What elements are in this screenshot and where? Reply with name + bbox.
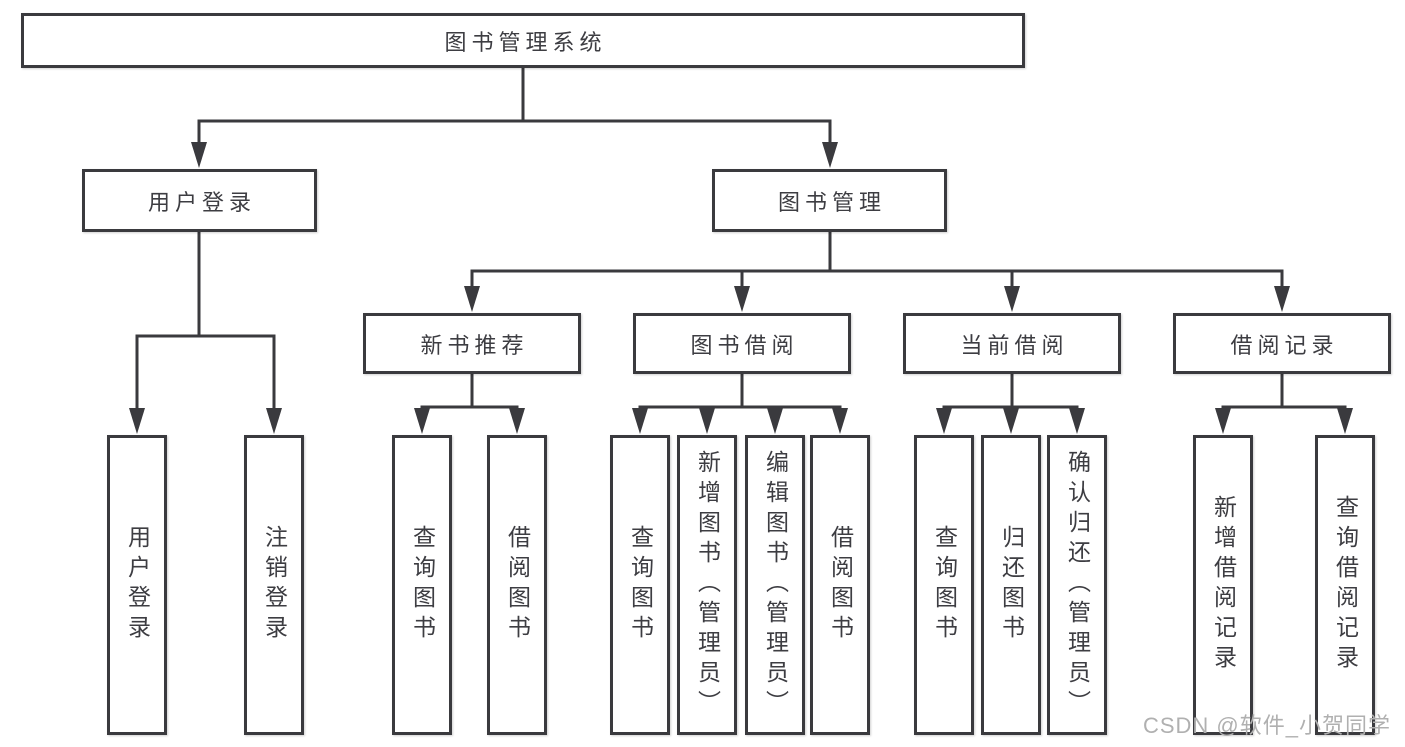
leaf-return-books: 归还图书 — [981, 435, 1041, 735]
leaf-label: 确认归还（管理员） — [1064, 450, 1091, 720]
leaf-label: 用户登录 — [124, 525, 151, 645]
leaf-label: 注销登录 — [261, 525, 288, 645]
node-label: 图书借阅 — [690, 332, 799, 358]
leaf-label: 查询图书 — [627, 525, 654, 645]
leaf-query-books-recommend: 查询图书 — [392, 435, 452, 735]
leaf-borrow-books-recommend: 借阅图书 — [487, 435, 547, 735]
leaf-label: 归还图书 — [998, 525, 1025, 645]
leaf-borrow-books: 借阅图书 — [810, 435, 870, 735]
leaf-logout: 注销登录 — [244, 435, 304, 735]
csdn-watermark: CSDN @软件_小贺同学 — [1142, 713, 1391, 738]
node-current-borrow: 当前借阅 — [903, 313, 1121, 374]
leaf-label: 编辑图书（管理员） — [762, 450, 789, 720]
node-label: 图书管理 — [777, 189, 886, 215]
leaf-label: 新增图书（管理员） — [694, 450, 721, 720]
node-borrow-records: 借阅记录 — [1173, 313, 1391, 374]
node-book-borrow: 图书借阅 — [633, 313, 851, 374]
node-label: 用户登录 — [147, 189, 256, 215]
node-label: 新书推荐 — [420, 332, 529, 358]
node-user-login: 用户登录 — [82, 169, 317, 232]
leaf-query-books-current: 查询图书 — [914, 435, 974, 735]
leaf-query-books-borrow: 查询图书 — [610, 435, 670, 735]
node-root-system: 图书管理系统 — [21, 13, 1025, 68]
node-book-management: 图书管理 — [712, 169, 947, 232]
leaf-user-login: 用户登录 — [107, 435, 167, 735]
leaf-query-borrow-record: 查询借阅记录 — [1315, 435, 1375, 735]
leaf-edit-books-admin: 编辑图书（管理员） — [745, 435, 805, 735]
node-label: 借阅记录 — [1230, 332, 1339, 358]
leaf-label: 借阅图书 — [827, 525, 854, 645]
leaf-add-books-admin: 新增图书（管理员） — [677, 435, 737, 735]
leaf-label: 新增借阅记录 — [1210, 495, 1237, 675]
node-label: 图书管理系统 — [444, 29, 607, 55]
leaf-label: 查询图书 — [409, 525, 436, 645]
leaf-add-borrow-record: 新增借阅记录 — [1193, 435, 1253, 735]
leaf-label: 查询图书 — [931, 525, 958, 645]
leaf-confirm-return-admin: 确认归还（管理员） — [1047, 435, 1107, 735]
node-label: 当前借阅 — [960, 332, 1069, 358]
leaf-label: 查询借阅记录 — [1332, 495, 1359, 675]
leaf-label: 借阅图书 — [504, 525, 531, 645]
node-new-book-recommend: 新书推荐 — [363, 313, 581, 374]
